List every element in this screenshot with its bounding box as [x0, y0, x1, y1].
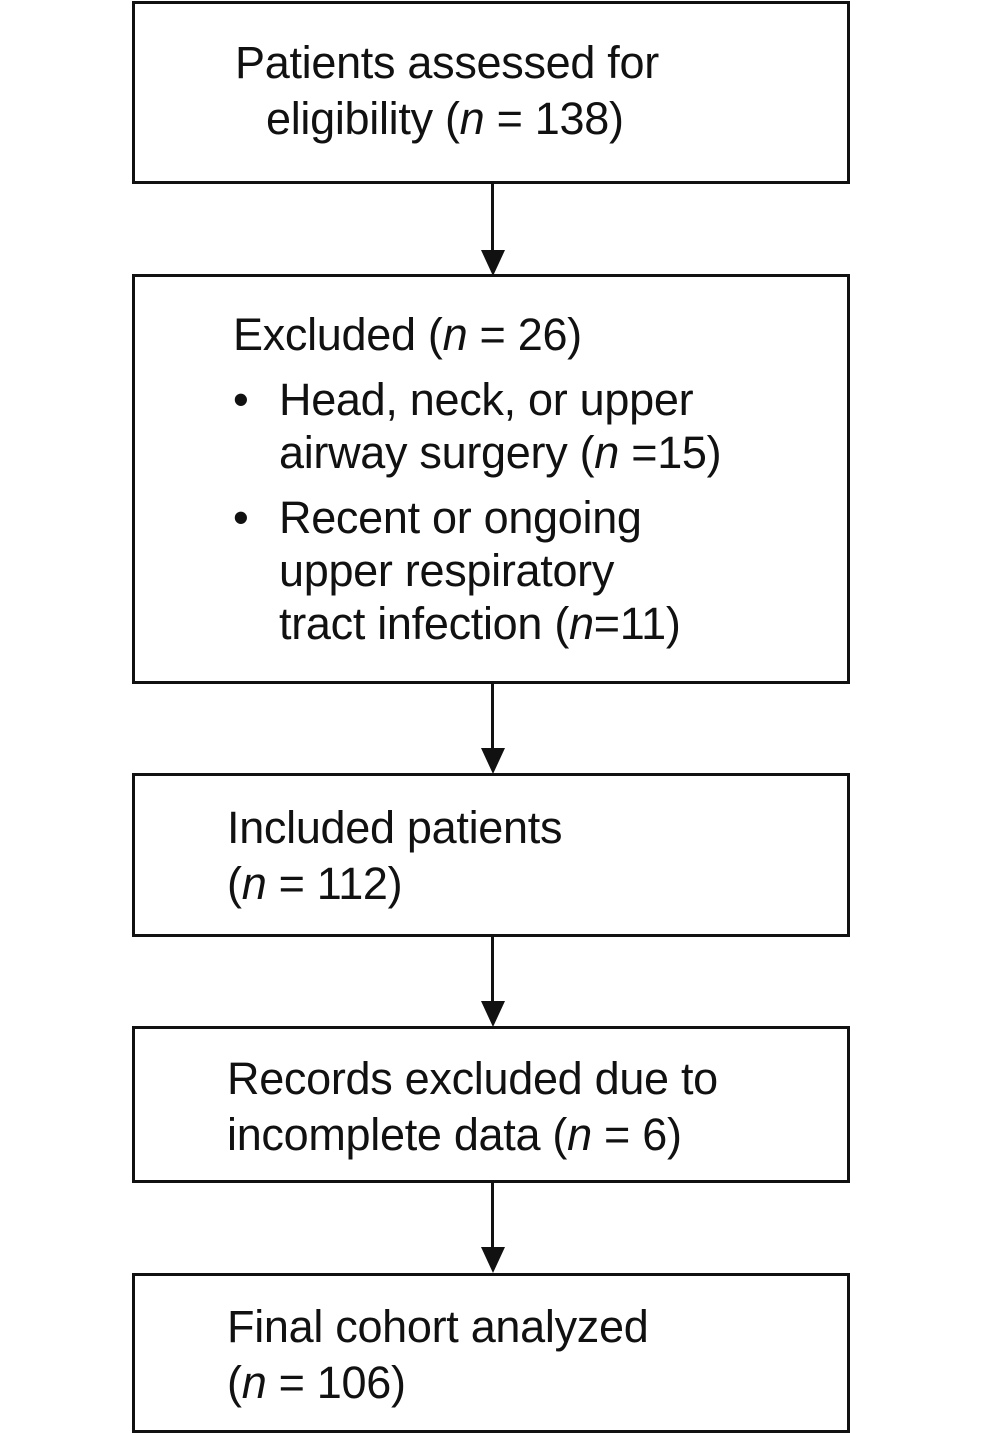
arrow-shaft-4	[491, 1183, 494, 1249]
box-patients-assessed: Patients assessed for eligibility (n = 1…	[132, 1, 850, 184]
box-incomplete-records: Records excluded due to incomplete data …	[132, 1026, 850, 1183]
arrowhead-3-icon	[481, 1001, 505, 1027]
incomplete-line1: Records excluded due to	[227, 1053, 718, 1104]
arrowhead-1-icon	[481, 250, 505, 276]
box-included: Included patients (n = 112)	[132, 773, 850, 937]
arrowhead-4-icon	[481, 1247, 505, 1273]
excluded-reason-2: • Recent or ongoing upper respiratory tr…	[233, 492, 681, 649]
box-final-cohort: Final cohort analyzed (n = 106)	[132, 1273, 850, 1433]
included-line2: (n = 112)	[227, 858, 403, 909]
final-line1: Final cohort analyzed	[227, 1301, 649, 1352]
included-line1: Included patients	[227, 802, 563, 853]
arrow-shaft-2	[491, 684, 494, 750]
bullet-icon: •	[233, 374, 249, 425]
box-excluded: Excluded (n = 26) • Head, neck, or upper…	[132, 274, 850, 684]
bullet-icon: •	[233, 492, 249, 543]
excluded-title: Excluded (n = 26)	[233, 309, 582, 360]
final-line2: (n = 106)	[227, 1357, 406, 1408]
arrow-shaft-1	[491, 184, 494, 252]
incomplete-line2: incomplete data (n = 6)	[227, 1109, 682, 1160]
arrowhead-2-icon	[481, 748, 505, 774]
assessed-line2: eligibility (n = 138)	[266, 93, 624, 144]
excluded-reason-1: • Head, neck, or upper airway surgery (n…	[233, 374, 722, 478]
assessed-line1: Patients assessed for	[235, 37, 659, 88]
arrow-shaft-3	[491, 937, 494, 1003]
